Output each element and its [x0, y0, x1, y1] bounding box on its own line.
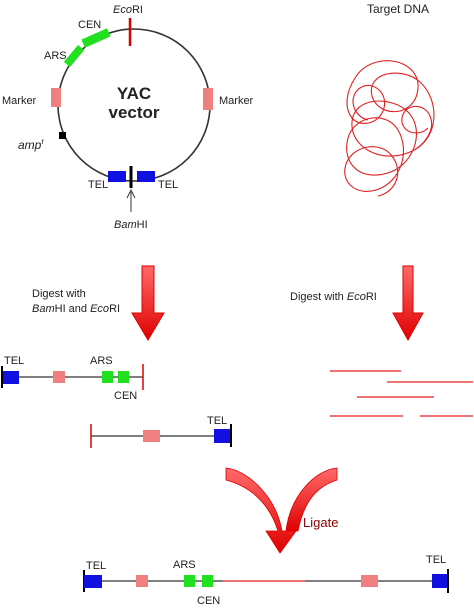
product-marker-left-block	[136, 575, 148, 587]
product-tel-right-label: TEL	[426, 554, 446, 566]
fragment-right-marker-block	[143, 430, 160, 442]
digest-right-arrow	[392, 265, 424, 342]
product-tel-right-block	[432, 574, 448, 588]
digest-left-arrow	[131, 265, 165, 341]
cen-label: CEN	[78, 19, 101, 31]
target-dna: Target DNA	[344, 2, 435, 197]
vector-title-line2: vector	[108, 103, 159, 122]
tel-left-block	[108, 171, 126, 182]
fragment-left-ars-block	[102, 371, 113, 383]
vector-title-line1: YAC	[117, 84, 151, 103]
fragment-left-ars-label: ARS	[90, 355, 113, 367]
cen-element	[81, 28, 111, 48]
amp-label: ampr	[18, 137, 44, 152]
yac-vector: EcoRI CEN ARS Marker Marker ampr TEL TEL…	[2, 4, 254, 231]
ligate-arrow-left-branch	[225, 467, 297, 554]
tel-left-label: TEL	[88, 179, 108, 191]
fragment-left-cen-label: CEN	[114, 390, 137, 402]
tel-right-block	[137, 171, 155, 182]
product-tel-left-block	[84, 575, 102, 588]
fragment-left: TEL ARS CEN	[1, 355, 144, 402]
marker-left-block	[51, 88, 61, 107]
target-dna-title: Target DNA	[367, 2, 429, 16]
fragment-left-tel-block	[2, 371, 19, 384]
bamhi-pointer-arrowhead	[126, 188, 136, 199]
recombinant-yac: TEL ARS CEN TEL	[83, 554, 449, 607]
marker-left-label: Marker	[2, 95, 37, 107]
product-ars-block	[184, 575, 195, 587]
tel-right-label: TEL	[158, 179, 178, 191]
ars-element	[63, 45, 85, 67]
marker-right-label: Marker	[219, 95, 254, 107]
fragment-right: TEL	[90, 415, 232, 448]
product-tel-left-label: TEL	[86, 560, 106, 572]
product-ars-label: ARS	[173, 559, 196, 571]
fragment-left-cen-block	[118, 371, 129, 383]
product-cen-label: CEN	[197, 595, 220, 607]
amp-resistance-block	[59, 132, 66, 139]
ligate-arrow-right-branch	[285, 467, 338, 532]
fragment-left-tel-label: TEL	[4, 355, 24, 367]
ecori-label: EcoRI	[113, 4, 143, 16]
marker-right-block	[203, 88, 213, 110]
ligate-step: Ligate	[225, 467, 338, 554]
digest-right-label: Digest with EcoRI	[290, 291, 377, 303]
digest-left-line1: Digest with	[32, 288, 86, 300]
bamhi-label: BamHI	[114, 219, 148, 231]
digest-left-line2: BamHI and EcoRI	[32, 303, 120, 315]
fragment-right-tel-block	[214, 429, 231, 443]
fragment-left-marker-block	[53, 371, 65, 383]
ars-label: ARS	[44, 50, 67, 62]
target-fragments	[330, 370, 473, 417]
digest-step: Digest with BamHI and EcoRI Digest with …	[32, 265, 424, 342]
product-marker-right-block	[361, 575, 378, 587]
target-dna-tangle	[344, 60, 435, 197]
product-cen-block	[202, 575, 213, 587]
fragment-right-tel-label: TEL	[207, 415, 227, 427]
ligate-label: Ligate	[303, 515, 338, 530]
